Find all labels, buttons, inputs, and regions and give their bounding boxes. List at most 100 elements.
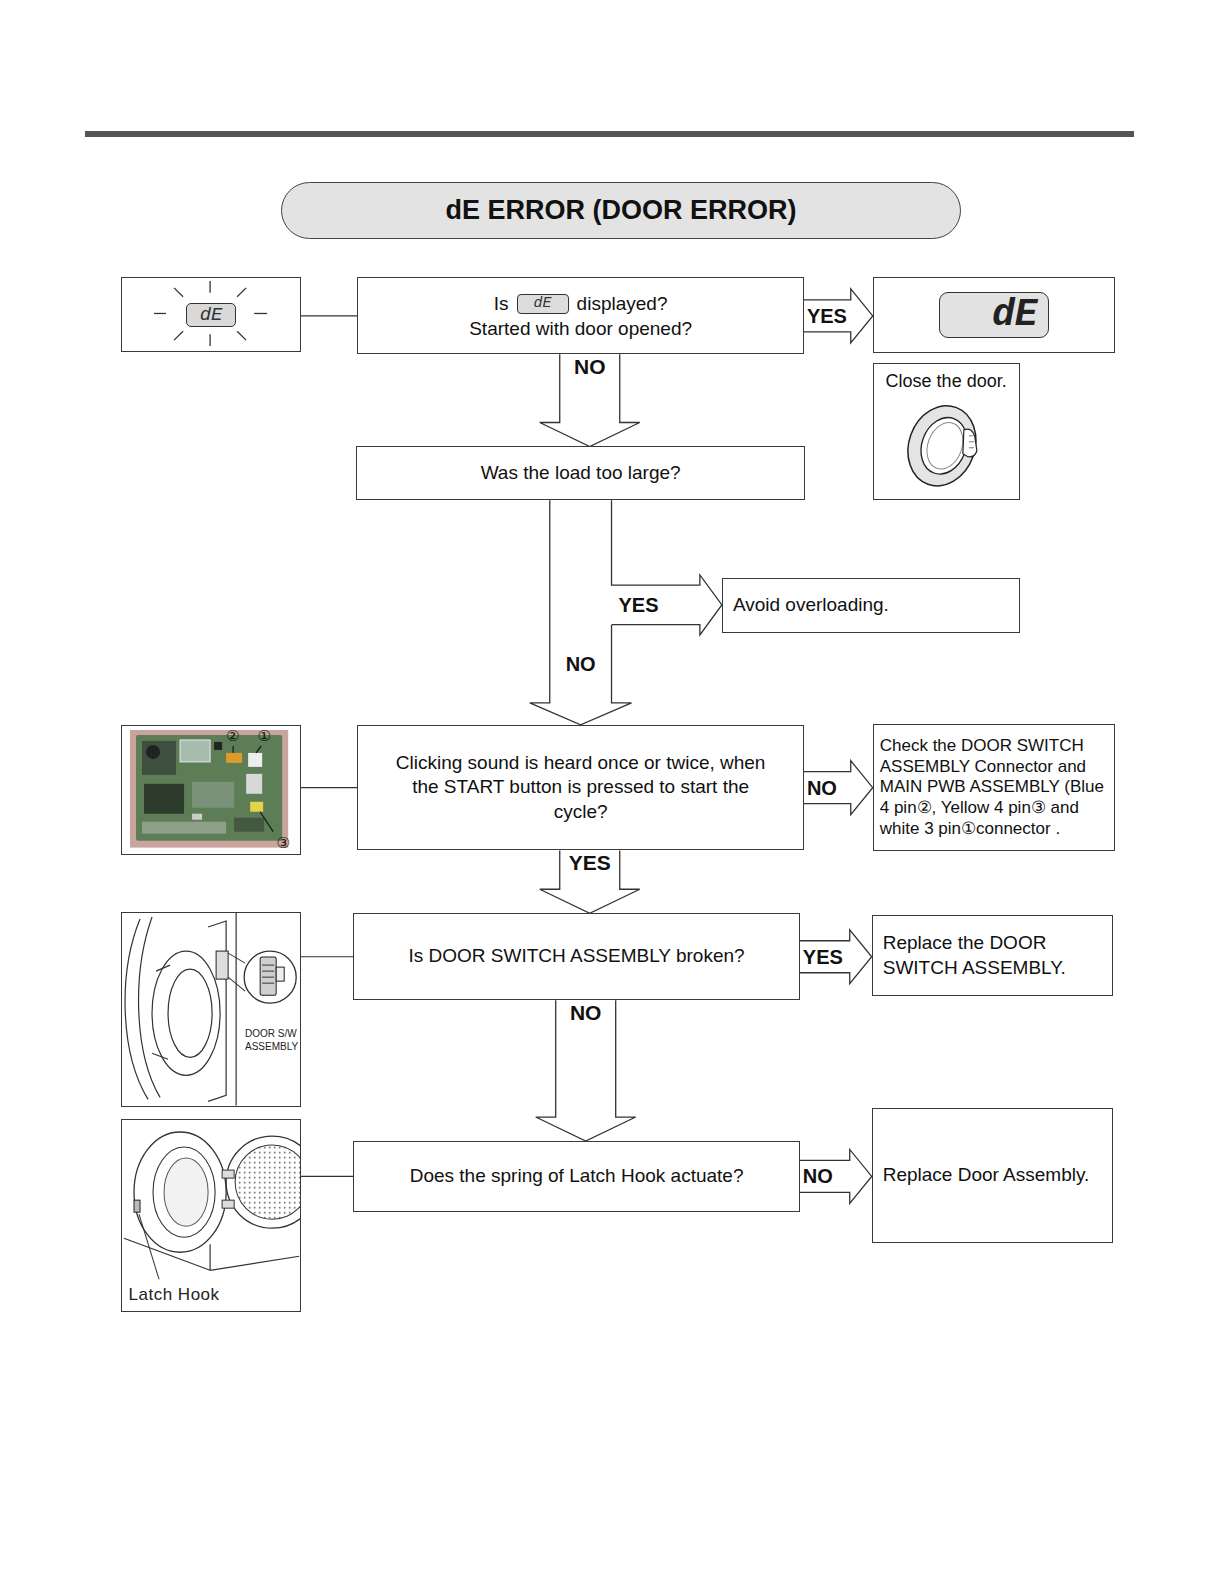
action-text: Close the door. [874,364,1019,393]
block-arrow [530,500,632,725]
text-group: Clicking sound is heard once or twice, w… [396,751,766,825]
action-box: Close the door. [873,363,1020,500]
illustration-part [215,742,223,750]
block-arrow [612,500,722,635]
illustration-part [124,1238,299,1270]
text-line: IsdEdisplayed? [469,290,692,316]
illustration-part [140,1214,160,1279]
title-pill: dE ERROR (DOOR ERROR) [281,182,961,239]
edge-label: YES [560,851,620,875]
illustration-part [143,741,177,775]
door-switch-figure: DOOR S/W ASSEMBLY [121,912,300,1106]
text-group: IsdEdisplayed?Started with door opened? [469,290,692,341]
text-group: Replace the DOOR SWITCH ASSEMBLY. [883,931,1102,980]
decision-box: Does the spring of Latch Hook actuate? [353,1141,799,1212]
illustration-part [234,746,274,832]
edge-label: YES [619,593,659,617]
illustration-part [155,313,167,314]
illustration-part [257,746,262,753]
illustration-part [175,332,184,341]
illustration-part [969,436,974,448]
title: dE ERROR (DOOR ERROR) [446,195,797,226]
display-figure: dE [121,277,300,352]
illustration-part [245,951,297,1003]
illustration-part [963,430,977,458]
question-text: Started with door opened? [469,317,692,342]
illustration [122,1120,299,1311]
illustration-part [261,812,274,832]
illustration-part [193,814,203,820]
illustration-part [134,1132,226,1252]
illustration-part [227,1136,300,1228]
question-text: Is DOOR SWITCH ASSEMBLY broken? [409,944,745,969]
connector-line [301,1176,354,1177]
top-rule [85,131,1134,137]
illustration-part [247,774,263,794]
illustration-part [209,921,227,1101]
decision-box: Was the load too large? [356,446,805,500]
part-label: DOOR S/W ASSEMBLY [245,1027,301,1053]
illustration-part [229,953,246,991]
illustration-part [920,418,968,475]
edge-label: NO [803,1164,833,1188]
illustration-part [155,281,268,346]
block-arrow [540,354,640,446]
illustration-part [210,1244,211,1270]
edge-label: NO [807,776,837,800]
illustration-part [263,965,275,983]
question-text: Is [494,293,509,314]
edge-label: NO [556,1001,616,1025]
text-group: Avoid overloading. [733,593,889,618]
illustration-part [137,735,283,841]
text-group: Was the load too large? [481,461,681,486]
illustration-part [227,753,243,763]
illustration-part [211,1256,300,1270]
block-arrow [804,289,873,343]
illustration-part [223,1170,235,1178]
action-text: Check the DOOR SWITCH ASSEMBLY Connector… [880,736,1108,840]
action-box: Replace the DOOR SWITCH ASSEMBLY. [872,915,1113,996]
callout-number: ① [255,727,273,745]
text-group: Is DOOR SWITCH ASSEMBLY broken? [409,944,745,969]
text-group: Check the DOOR SWITCH ASSEMBLY Connector… [880,736,1108,840]
illustration-part [235,818,265,832]
illustration-part [126,919,149,1099]
illustration-part [263,977,275,978]
action-box: Replace Door Assembly. [872,1108,1113,1244]
illustration-part [139,917,160,1097]
action-text: Replace the DOOR SWITCH ASSEMBLY. [883,931,1102,980]
illustration [122,913,299,1105]
block-arrow [540,850,640,913]
text-group: Replace Door Assembly. [883,1163,1090,1188]
illustration-part [255,313,268,314]
illustration [122,726,299,854]
illustration-part [238,332,247,341]
edge-label: YES [807,304,847,328]
action-text: Replace Door Assembly. [883,1163,1090,1188]
illustration-part [210,281,211,293]
question-text: Does the spring of Latch Hook actuate? [410,1164,744,1189]
illustration-part [263,965,275,966]
illustration-part [181,740,211,762]
illustration-part [229,953,246,963]
illustration-part [130,730,288,848]
lcd-text: dE [186,303,237,327]
question-text: Was the load too large? [481,461,681,486]
illustration-part [233,746,234,753]
illustration-part [169,969,213,1057]
illustration-part [153,951,221,1075]
illustration-part [236,1145,300,1219]
block-arrow [800,1149,872,1203]
connector-line [301,315,358,316]
callout-number: ③ [274,834,292,852]
decision-box: Is DOOR SWITCH ASSEMBLY broken? [353,913,799,1000]
illustration-part [236,913,237,1105]
illustration-part [147,745,161,759]
connector-line [301,956,354,957]
question-text: Clicking sound is heard once or twice, w… [396,751,766,825]
illustration-part [261,957,277,995]
illustration-part [251,802,264,812]
illustration-part [165,1158,209,1226]
illustration-part [193,782,235,808]
illustration-part [229,977,246,991]
